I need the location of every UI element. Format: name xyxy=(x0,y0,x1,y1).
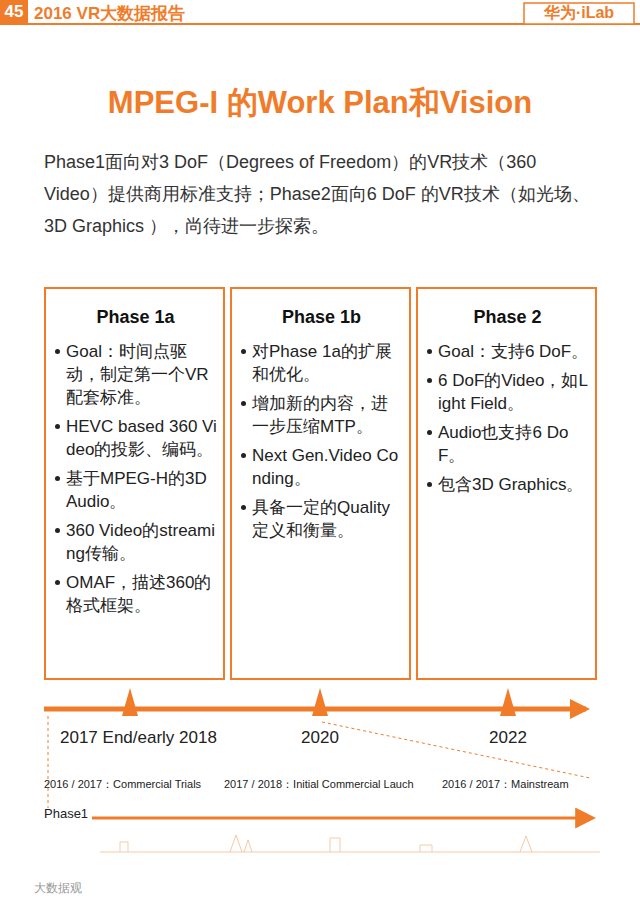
text-label: 华为·iLab xyxy=(524,3,634,24)
bullet-dot xyxy=(427,430,432,435)
bullet-dot xyxy=(427,349,432,354)
milestone-marker xyxy=(122,688,138,716)
bullet-dot xyxy=(55,528,60,533)
bullet-item: HEVC based 360 Video的投影、编码。 xyxy=(54,415,217,461)
brand-box xyxy=(524,3,634,24)
phase-box: Phase 1b 对Phase 1a的扩展和优化。增加新的内容，进一步压缩MTP。… xyxy=(230,287,411,680)
bullet-item: Next Gen.Video Conding。 xyxy=(240,444,403,490)
milestone-year: 2022 xyxy=(468,728,548,748)
text-label: 2016 / 2017：Mainstream xyxy=(442,777,569,792)
bullet-dot xyxy=(241,349,246,354)
dashed-guide xyxy=(322,722,590,778)
skyline-decor xyxy=(100,835,600,852)
bullet-dot xyxy=(241,453,246,458)
bullet-item: 具备一定的Quality定义和衡量。 xyxy=(240,496,403,542)
bullet-item: Audio也支持6 DoF。 xyxy=(426,421,589,467)
bullet-item: OMAF，描述360的格式框架。 xyxy=(54,571,217,617)
text-label: Phase1 xyxy=(44,806,88,821)
bullet-dot xyxy=(55,424,60,429)
bullet-dot xyxy=(241,401,246,406)
phase-arrow xyxy=(92,817,592,820)
bullet-item: Goal：支持6 DoF。 xyxy=(426,340,589,363)
bullet-dot xyxy=(55,580,60,585)
text-label: 2016 / 2017：Commercial Trials xyxy=(44,777,201,792)
milestone-year: 2017 End/early 2018 xyxy=(60,728,200,748)
bullet-item: 6 DoF的Video，如Light Field。 xyxy=(426,369,589,415)
milestone-year: 2020 xyxy=(280,728,360,748)
milestone-marker xyxy=(500,688,516,716)
bullet-dot xyxy=(427,378,432,383)
bullet-item: 基于MPEG-H的3D Audio。 xyxy=(54,467,217,513)
page-number-badge xyxy=(0,0,28,24)
text-label: 2017 / 2018：Initial Commercial Lauch xyxy=(224,777,414,792)
bullet-item: Goal：时间点驱动，制定第一个VR配套标准。 xyxy=(54,340,217,409)
milestone-marker xyxy=(312,688,328,716)
intro-paragraph: Phase1面向对3 DoF（Degrees of Freedom）的VR技术（… xyxy=(44,146,604,242)
bullet-item: 包含3D Graphics。 xyxy=(426,473,589,496)
phase-box: Phase 2 Goal：支持6 DoF。 6 DoF的Video，如Light F… xyxy=(416,287,597,680)
page-title: MPEG-I 的Work Plan和Vision xyxy=(0,82,640,124)
phase-heading: Phase 1a xyxy=(54,307,217,328)
text-label: 2016 VR大数据报告 xyxy=(34,2,185,25)
text-label: 45 xyxy=(2,2,26,22)
text-label: 大数据观 xyxy=(34,880,82,897)
phase-heading: Phase 1b xyxy=(240,307,403,328)
bullet-dot xyxy=(55,476,60,481)
phase-heading: Phase 2 xyxy=(426,307,589,328)
bullet-item: 对Phase 1a的扩展和优化。 xyxy=(240,340,403,386)
phase-box: Phase 1a Goal：时间点驱动，制定第一个VR配套标准。 HEVC base… xyxy=(44,287,225,680)
dashed-guide xyxy=(48,716,49,808)
bullet-item: 增加新的内容，进一步压缩MTP。 xyxy=(240,392,403,438)
bullet-dot xyxy=(55,349,60,354)
bullet-item: 360 Video的streaming传输。 xyxy=(54,519,217,565)
bullet-dot xyxy=(241,505,246,510)
bullet-dot xyxy=(427,482,432,487)
